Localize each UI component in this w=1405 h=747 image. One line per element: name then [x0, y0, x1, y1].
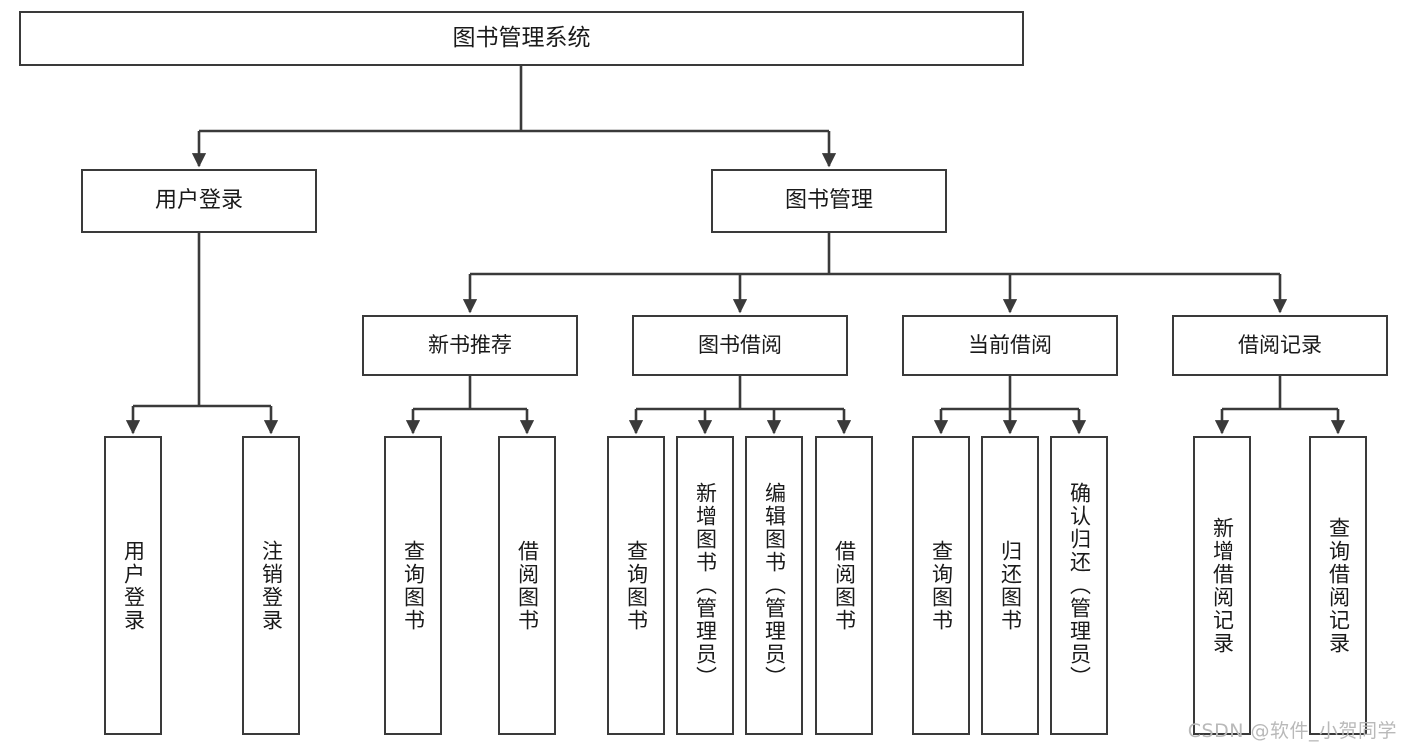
leaf-current-borrow-2[interactable]: 确认归还（管理员） [1050, 436, 1108, 735]
leaf-borrow-record-1-label: 查询借阅记录 [1326, 516, 1351, 655]
leaf-user-login-1-label: 注销登录 [259, 539, 284, 632]
node-root-label: 图书管理系统 [452, 25, 591, 52]
leaf-book-borrow-1-label: 新增图书（管理员） [693, 482, 718, 689]
leaf-user-login-1[interactable]: 注销登录 [242, 436, 300, 735]
leaf-new-book-1-label: 借阅图书 [515, 539, 540, 632]
leaf-current-borrow-0[interactable]: 查询图书 [912, 436, 970, 735]
leaf-book-borrow-0-label: 查询图书 [624, 539, 649, 632]
leaf-book-borrow-0[interactable]: 查询图书 [607, 436, 665, 735]
node-book-manage-label: 图书管理 [784, 188, 873, 214]
node-new-book-recommend[interactable]: 新书推荐 [362, 315, 578, 376]
leaf-current-borrow-2-label: 确认归还（管理员） [1067, 482, 1092, 689]
leaf-new-book-1[interactable]: 借阅图书 [498, 436, 556, 735]
leaf-user-login-0[interactable]: 用户登录 [104, 436, 162, 735]
leaf-book-borrow-1[interactable]: 新增图书（管理员） [676, 436, 734, 735]
node-root[interactable]: 图书管理系统 [19, 11, 1024, 66]
leaf-user-login-0-label: 用户登录 [121, 539, 146, 632]
watermark: CSDN @软件_小贺同学 [1187, 720, 1397, 742]
node-current-borrow-label: 当前借阅 [968, 333, 1052, 358]
leaf-new-book-0-label: 查询图书 [401, 539, 426, 632]
leaf-borrow-record-0-label: 新增借阅记录 [1210, 516, 1235, 655]
leaf-book-borrow-2[interactable]: 编辑图书（管理员） [745, 436, 803, 735]
node-user-login[interactable]: 用户登录 [81, 169, 317, 233]
leaf-current-borrow-1[interactable]: 归还图书 [981, 436, 1039, 735]
node-borrow-record[interactable]: 借阅记录 [1172, 315, 1388, 376]
leaf-book-borrow-3[interactable]: 借阅图书 [815, 436, 873, 735]
node-new-book-recommend-label: 新书推荐 [428, 333, 512, 358]
node-book-borrow[interactable]: 图书借阅 [632, 315, 848, 376]
node-book-borrow-label: 图书借阅 [698, 333, 782, 358]
node-book-manage[interactable]: 图书管理 [711, 169, 947, 233]
leaf-borrow-record-1[interactable]: 查询借阅记录 [1309, 436, 1367, 735]
node-user-login-label: 用户登录 [154, 188, 243, 214]
node-current-borrow[interactable]: 当前借阅 [902, 315, 1118, 376]
leaf-current-borrow-1-label: 归还图书 [998, 539, 1023, 632]
leaf-book-borrow-2-label: 编辑图书（管理员） [762, 482, 787, 689]
leaf-current-borrow-0-label: 查询图书 [929, 539, 954, 632]
leaf-borrow-record-0[interactable]: 新增借阅记录 [1193, 436, 1251, 735]
leaf-book-borrow-3-label: 借阅图书 [832, 539, 857, 632]
node-borrow-record-label: 借阅记录 [1238, 333, 1322, 358]
leaf-new-book-0[interactable]: 查询图书 [384, 436, 442, 735]
